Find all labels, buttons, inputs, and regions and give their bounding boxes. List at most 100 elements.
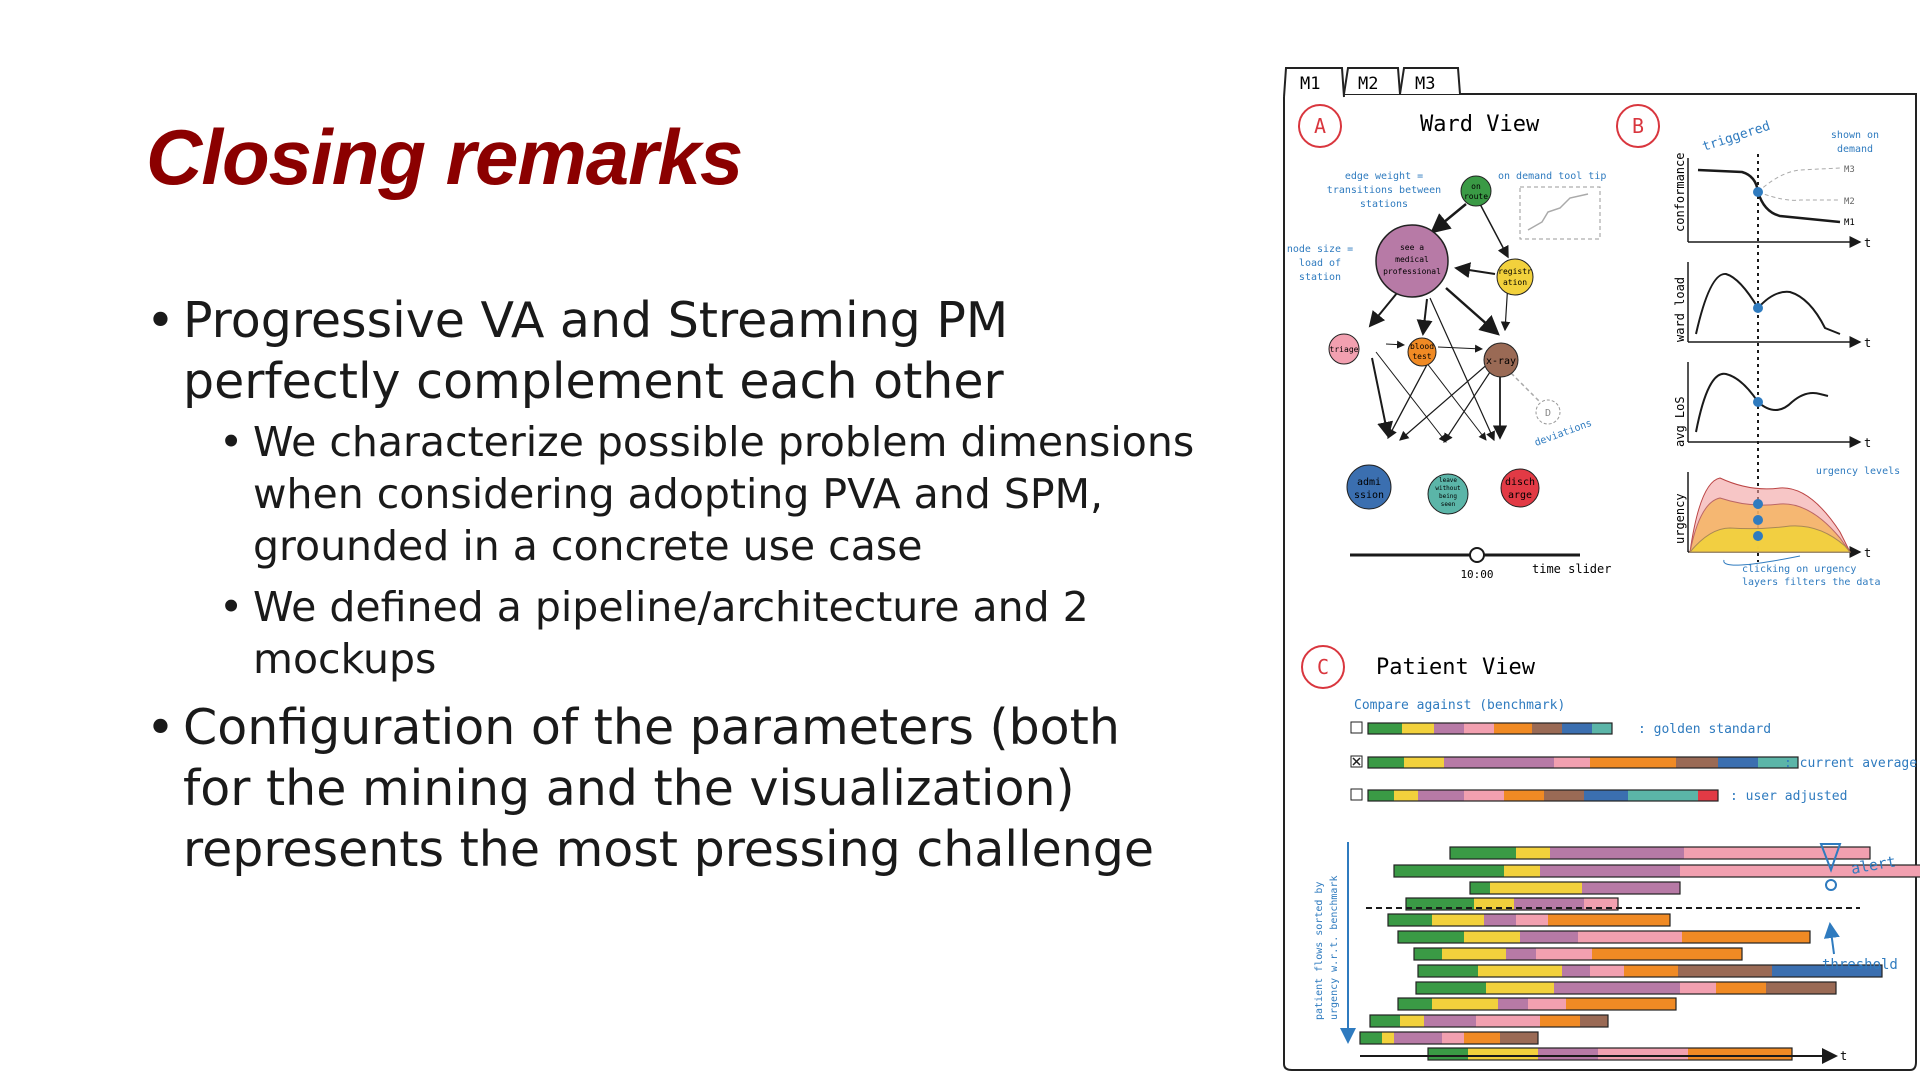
svg-text:professional: professional (1383, 267, 1441, 276)
patient-flow-bar[interactable] (1417, 964, 1883, 978)
patient-flow-bar-segment (1400, 1015, 1424, 1027)
patient-flow-bar-segment (1416, 982, 1486, 994)
patient-flow-bar[interactable] (1469, 881, 1681, 895)
alert-icon[interactable] (1819, 843, 1842, 873)
urgency-layer-low[interactable] (1688, 525, 1852, 553)
patient-flow-bar-segment (1716, 982, 1766, 994)
patient-flow-bar-segment (1490, 882, 1582, 894)
benchmark-checkbox-golden[interactable] (1350, 721, 1363, 734)
patient-flow-bar-segment (1398, 931, 1464, 943)
benchmark-bar-golden-segment (1434, 723, 1464, 734)
svg-text:on: on (1471, 182, 1481, 191)
node-registration[interactable] (1496, 258, 1534, 296)
patient-flow-bar[interactable] (1405, 897, 1619, 911)
patient-flow-bar-segment (1476, 1015, 1540, 1027)
benchmark-bar-user-segment (1628, 790, 1698, 801)
patient-flow-bar-segment (1592, 948, 1742, 960)
patient-flow-bar[interactable] (1369, 1014, 1609, 1028)
patient-flow-bar-segment (1548, 914, 1670, 926)
sub-bullet-item: We defined a pipeline/architecture and 2… (219, 581, 1196, 685)
svg-text:conformance: conformance (1673, 153, 1687, 232)
annotation-on-demand: on demand tool tip (1498, 171, 1606, 182)
triggered-label: triggered (1701, 119, 1773, 155)
mockup-sketch: M1 M2 M3 A Ward View edge weight = trans… (1283, 67, 1920, 1071)
annotation-deviations: deviations (1533, 418, 1593, 449)
patient-flow-bar[interactable] (1387, 913, 1671, 927)
patient-view-title: Patient View (1376, 655, 1536, 680)
flow-axis-t: t (1840, 1049, 1847, 1063)
svg-text:avg LoS: avg LoS (1673, 396, 1687, 447)
patient-flow-bar[interactable] (1397, 930, 1811, 944)
patient-flow-bar[interactable] (1393, 864, 1920, 878)
node-on-route[interactable] (1460, 175, 1492, 207)
node-blood-test[interactable] (1407, 337, 1437, 367)
patient-flow-bar[interactable] (1413, 947, 1743, 961)
node-x-ray[interactable] (1483, 342, 1519, 378)
svg-text:M2: M2 (1844, 197, 1855, 207)
tab-m2[interactable] (1343, 67, 1401, 95)
benchmark-bar-user[interactable] (1367, 789, 1719, 802)
svg-text:t: t (1864, 236, 1871, 250)
clicking-note: layers filters the data (1742, 577, 1880, 588)
patient-flow-bar-segment (1766, 982, 1836, 994)
svg-text:medical: medical (1395, 255, 1429, 264)
svg-text:x-ray: x-ray (1486, 356, 1516, 367)
svg-text:see a: see a (1400, 243, 1424, 252)
benchmark-bar-golden[interactable] (1367, 722, 1613, 735)
patient-flow-bar-segment (1772, 965, 1882, 977)
panel-c-marker-label: C (1317, 655, 1329, 679)
node-see-medical-professional[interactable] (1375, 224, 1449, 298)
patient-flow-bar[interactable] (1449, 846, 1871, 860)
annotation-node-size: station (1299, 272, 1341, 283)
patient-flow-bar-segment (1550, 847, 1684, 859)
patient-flow-bar-segment (1566, 998, 1676, 1010)
annotation-edge-weight: transitions between (1327, 185, 1441, 196)
benchmark-bar-current-segment (1758, 757, 1798, 768)
svg-text:triage: triage (1330, 345, 1359, 354)
threshold-label: threshold (1822, 957, 1898, 973)
benchmark-bar-user-segment (1418, 790, 1464, 801)
patient-flow-bar-segment (1360, 1032, 1382, 1044)
patient-flow-bars (1359, 846, 1920, 1061)
patient-flow-bar[interactable] (1415, 981, 1837, 995)
benchmark-bar-user-segment (1698, 790, 1718, 801)
benchmark-bar-current[interactable] (1367, 756, 1799, 769)
bullet-item: Progressive VA and Streaming PM perfectl… (146, 290, 1196, 412)
bullet-list: Progressive VA and Streaming PM perfectl… (146, 290, 1196, 884)
tab-m3[interactable] (1399, 67, 1461, 95)
time-slider-handle[interactable] (1469, 547, 1485, 563)
benchmark-bar-user-segment (1584, 790, 1628, 801)
benchmark-bar-user-segment (1368, 790, 1394, 801)
svg-text:M3: M3 (1844, 165, 1855, 175)
sub-bullet-item: We characterize possible problem dimensi… (219, 416, 1196, 572)
benchmark-bar-user-segment (1394, 790, 1418, 801)
patient-flow-bar-segment (1370, 1015, 1400, 1027)
patient-flow-bar-segment (1486, 982, 1554, 994)
benchmark-bar-current-segment (1718, 757, 1758, 768)
time-slider-value: 10:00 (1460, 568, 1493, 581)
svg-text:test: test (1412, 352, 1431, 361)
patient-flow-bar-segment (1688, 1048, 1792, 1060)
patient-flow-bar-segment (1468, 1048, 1538, 1060)
panel-a-ward-view: A Ward View edge weight = transitions be… (1287, 104, 1611, 581)
node-admission[interactable] (1346, 464, 1392, 510)
patient-flow-bar[interactable] (1397, 997, 1677, 1011)
annotation-node-size: node size = (1287, 244, 1353, 255)
slide-title: Closing remarks (146, 113, 743, 201)
benchmark-label-golden: : golden standard (1638, 722, 1771, 737)
node-triage[interactable] (1328, 333, 1360, 365)
benchmark-checkbox-user[interactable] (1350, 788, 1363, 801)
shown-on-demand-label: demand (1837, 144, 1873, 155)
benchmark-bar-golden-segment (1494, 723, 1532, 734)
benchmark-bar-user-segment (1464, 790, 1504, 801)
svg-text:being: being (1439, 493, 1457, 500)
node-discharge[interactable] (1500, 468, 1540, 508)
patient-flow-bar[interactable] (1359, 1031, 1539, 1045)
patient-flow-bar-segment (1432, 998, 1498, 1010)
patient-flow-bar-segment (1504, 865, 1540, 877)
tab-m1[interactable] (1283, 67, 1345, 98)
patient-flow-bar-segment (1470, 882, 1490, 894)
patient-flow-bar[interactable] (1427, 1047, 1793, 1061)
patient-flow-bar-segment (1418, 965, 1478, 977)
node-leave-without-being-seen[interactable] (1427, 473, 1469, 515)
